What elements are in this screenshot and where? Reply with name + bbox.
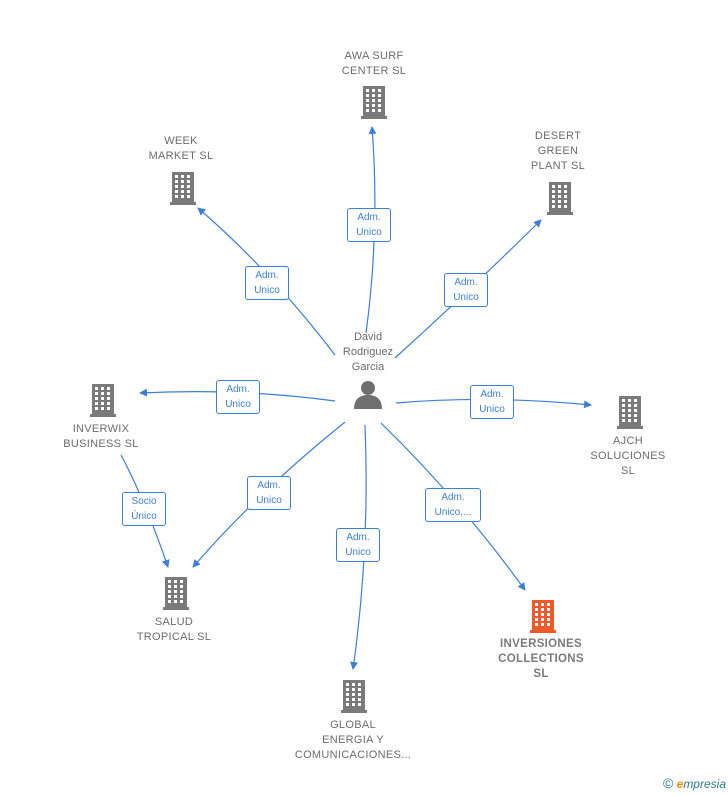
- edge-label-inverwix[interactable]: Adm. Unico: [216, 380, 260, 414]
- edge-label-ajch[interactable]: Adm. Unico: [470, 385, 514, 419]
- edge-label-desert[interactable]: Adm. Unico: [444, 273, 488, 307]
- edge-label-week[interactable]: Adm. Unico: [245, 266, 289, 300]
- edge-label-inversiones[interactable]: Adm. Unico,...: [425, 488, 481, 522]
- building-icon: [170, 172, 196, 205]
- copyright-icon: ©: [662, 775, 674, 791]
- person-icon: [354, 381, 382, 409]
- building-icon: [361, 86, 387, 119]
- company-label: INVERSIONES COLLECTIONS SL: [498, 638, 584, 680]
- company-node-salud[interactable]: SALUD TROPICAL SL: [114, 615, 234, 645]
- company-label: INVERWIX BUSINESS SL: [63, 423, 139, 450]
- company-node-inverwix[interactable]: INVERWIX BUSINESS SL: [41, 422, 161, 452]
- building-icon: [530, 600, 556, 633]
- company-node-week[interactable]: WEEK MARKET SL: [121, 134, 241, 164]
- company-node-inversiones[interactable]: INVERSIONES COLLECTIONS SL: [476, 637, 606, 682]
- edge-label-global[interactable]: Adm. Unico: [336, 528, 380, 562]
- company-node-awa[interactable]: AWA SURF CENTER SL: [314, 49, 434, 79]
- company-label: AJCH SOLUCIONES SL: [590, 435, 666, 477]
- person-node[interactable]: David Rodriguez Garcia: [318, 330, 418, 414]
- company-label: SALUD TROPICAL SL: [136, 616, 212, 643]
- building-icon: [617, 396, 643, 429]
- company-label: AWA SURF CENTER SL: [341, 50, 407, 77]
- company-label: WEEK MARKET SL: [148, 135, 214, 162]
- company-label: DESERT GREEN PLANT SL: [530, 130, 586, 172]
- brand-e: e: [676, 777, 684, 791]
- company-node-desert[interactable]: DESERT GREEN PLANT SL: [498, 129, 618, 174]
- company-node-ajch[interactable]: AJCH SOLUCIONES SL: [568, 434, 688, 479]
- edge-label-socio[interactable]: Socio Único: [122, 492, 166, 526]
- company-label: GLOBAL ENERGIA Y COMUNICACIONES...: [294, 719, 412, 761]
- company-node-global[interactable]: GLOBAL ENERGIA Y COMUNICACIONES...: [283, 718, 423, 763]
- building-icon: [547, 182, 573, 215]
- person-name: David Rodriguez Garcia: [342, 331, 394, 373]
- footer-brand: © empresia: [663, 775, 726, 791]
- edge-label-salud[interactable]: Adm. Unico: [247, 476, 291, 510]
- edge-label-awa[interactable]: Adm. Unico: [347, 208, 391, 242]
- brand-name: mpresia: [683, 777, 726, 791]
- building-icon: [341, 680, 367, 713]
- building-icon: [163, 577, 189, 610]
- building-icon: [90, 384, 116, 417]
